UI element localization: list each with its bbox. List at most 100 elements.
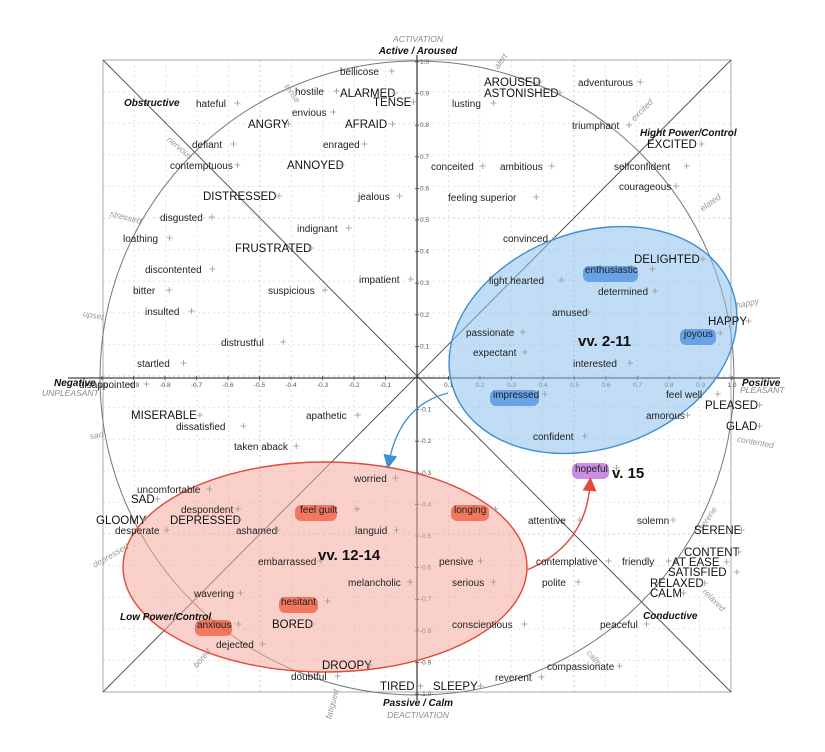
emotion-word: CALM xyxy=(650,588,682,600)
emotion-word: light hearted xyxy=(489,276,544,287)
circle-word: contented xyxy=(736,434,775,450)
emotion-word: amorous xyxy=(646,411,685,422)
y-tick-label: -0.2 xyxy=(420,438,432,445)
emotion-word: distrustful xyxy=(221,338,264,349)
right-axis-sublabel: PLEASANT xyxy=(740,385,785,395)
emotion-word: ASTONISHED xyxy=(484,88,559,100)
emotion-word: desperate xyxy=(115,526,160,537)
x-tick-label: -0.4 xyxy=(285,382,297,389)
emotion-word: conceited xyxy=(431,162,474,173)
emotion-word: AT EASE xyxy=(672,557,720,569)
emotion-word: amused xyxy=(552,308,588,319)
x-tick-label: -0.8 xyxy=(159,382,171,389)
word-highlight-pill xyxy=(680,329,716,345)
word-highlight-pill xyxy=(451,505,489,521)
y-tick-label: 0.5 xyxy=(420,217,429,224)
emotion-word: AROUSED xyxy=(484,77,541,89)
emotion-word: wavering xyxy=(193,589,234,600)
emotion-word: worried xyxy=(353,474,387,485)
emotion-word: indignant xyxy=(297,224,338,235)
x-tick-label: 0.1 xyxy=(444,382,453,389)
x-tick-label: -0.6 xyxy=(222,382,234,389)
emotion-word: feeling superior xyxy=(448,193,517,204)
blue-group-label: vv. 2-11 xyxy=(578,333,631,350)
y-tick-label: 0.8 xyxy=(420,122,429,129)
emotion-word: solemn xyxy=(637,516,669,527)
emotion-word: loathing xyxy=(123,234,158,245)
emotion-word: AFRAID xyxy=(345,119,387,131)
emotion-word: lusting xyxy=(452,99,481,110)
emotion-word: languid xyxy=(355,526,387,537)
emotion-word: MISERABLE xyxy=(131,410,197,422)
red-arrow xyxy=(526,477,597,571)
emotion-word: TIRED xyxy=(380,681,415,693)
y-tick-label: -0.9 xyxy=(420,659,432,666)
y-tick-label: -1.0 xyxy=(420,691,432,698)
x-tick-label: -0.1 xyxy=(380,382,392,389)
x-tick-label: -0.5 xyxy=(254,382,266,389)
y-tick-label: 0.1 xyxy=(420,343,429,350)
emotion-word: suspicious xyxy=(268,286,315,297)
emotion-word: contemptuous xyxy=(170,161,233,172)
left-axis-label: Negative xyxy=(54,378,96,389)
circle-word: elated xyxy=(698,192,723,214)
circle-word: stressed xyxy=(109,208,143,226)
emotion-word: insulted xyxy=(145,307,179,318)
emotion-word: reverent xyxy=(495,673,532,684)
x-tick-label: -1.0 xyxy=(96,382,108,389)
emotion-word: selfconfident xyxy=(614,162,670,173)
emotion-word: triumphant xyxy=(572,121,619,132)
word-highlight-pill xyxy=(490,390,539,406)
red-group-label: vv. 12-14 xyxy=(318,547,381,564)
emotion-word: ANNOYED xyxy=(287,160,344,172)
emotion-word: BORED xyxy=(272,619,313,631)
emotion-word: ashamed xyxy=(236,526,277,537)
emotion-word: SERENE xyxy=(694,525,742,537)
y-tick-label: 0.3 xyxy=(420,280,429,287)
emotion-word: DROOPY xyxy=(322,660,372,672)
emotion-word: SATISFIED xyxy=(668,567,727,579)
x-tick-label: -0.2 xyxy=(348,382,360,389)
quadrant-bottom-left: Low Power/Control xyxy=(120,612,211,623)
circle-word: fatigued xyxy=(323,688,341,720)
emotion-word: melancholic xyxy=(348,578,401,589)
emotion-word: startled xyxy=(137,359,170,370)
emotion-word: disgusted xyxy=(160,213,203,224)
left-axis-sublabel: UNPLEASANT xyxy=(42,388,99,398)
bottom-axis-label: Passive / Calm xyxy=(383,698,453,709)
emotion-word: ANGRY xyxy=(248,119,289,131)
emotion-word: hostile xyxy=(295,87,324,98)
emotion-word: doubtful xyxy=(291,672,327,683)
word-highlight-pill xyxy=(195,620,232,636)
y-tick-label: 0.6 xyxy=(420,185,429,192)
circle-word: happy xyxy=(735,296,760,311)
circle-word: alert xyxy=(492,51,510,71)
emotion-word: conscientious xyxy=(452,620,513,631)
emotion-word: disappointed xyxy=(79,380,136,391)
emotion-word: DEPRESSED xyxy=(170,515,241,527)
word-highlight-pill xyxy=(572,463,609,479)
y-tick-label: 0.9 xyxy=(420,91,429,98)
emotion-word: contemplative xyxy=(536,557,598,568)
emotion-word: TENSE xyxy=(373,97,412,109)
emotion-word: pensive xyxy=(439,557,474,568)
right-axis-label: Positive xyxy=(742,378,781,389)
emotion-word: determined xyxy=(598,287,648,298)
emotion-word: uncomfortable xyxy=(137,485,201,496)
emotion-word: ALARMED xyxy=(340,88,396,100)
emotion-word: bellicose xyxy=(340,67,379,78)
emotion-word: anxious xyxy=(197,620,231,631)
emotion-word: jealous xyxy=(357,192,390,203)
emotion-word: RELAXED xyxy=(650,578,704,590)
purple-group-label: v. 15 xyxy=(612,465,644,482)
emotion-word: compassionate xyxy=(547,662,615,673)
emotion-word: dissatisfied xyxy=(176,422,225,433)
blue-arrow xyxy=(383,392,449,469)
x-tick-label: 1.0 xyxy=(727,382,736,389)
emotion-word: GLOOMY xyxy=(96,515,147,527)
emotion-word: despondent xyxy=(181,505,233,516)
circle-word: upset xyxy=(82,308,105,322)
emotion-word: longing xyxy=(454,505,486,516)
emotion-word: serious xyxy=(452,578,484,589)
